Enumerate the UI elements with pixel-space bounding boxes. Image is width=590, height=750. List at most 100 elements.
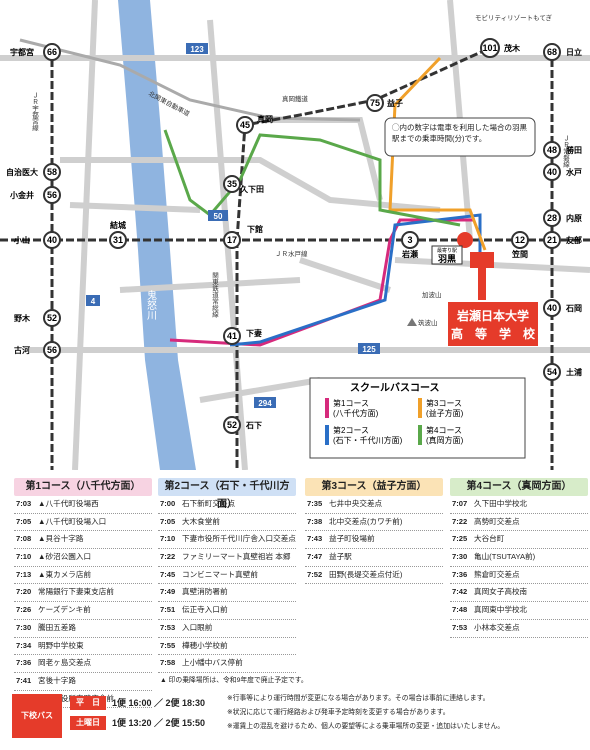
footer-note-2: ※状況に応じて運行経路および発車予定時刻を変更する場合があります。 xyxy=(227,709,450,716)
svg-text:66: 66 xyxy=(47,47,57,57)
schedule-time: 7:22 xyxy=(160,552,176,562)
school-name-2: 高 等 学 校 xyxy=(451,326,536,341)
svg-text:21: 21 xyxy=(547,235,557,245)
svg-text:石岡: 石岡 xyxy=(565,304,582,313)
svg-text:加波山: 加波山 xyxy=(422,290,442,299)
schedule-stop: 樺穂小学校前 xyxy=(182,640,228,650)
course3-line xyxy=(388,56,487,251)
svg-text:ＪＲ常磐線: ＪＲ常磐線 xyxy=(562,135,570,168)
svg-text:56: 56 xyxy=(47,345,57,355)
haguro-tag: 最寄り駅 xyxy=(437,247,457,254)
schedule-time: 7:05 xyxy=(160,516,176,526)
schedule-time: 7:10 xyxy=(160,534,176,544)
svg-text:筑波山: 筑波山 xyxy=(418,318,438,327)
schedule-time: 7:48 xyxy=(452,605,468,615)
svg-text:52: 52 xyxy=(227,420,237,430)
place-labels: モビリティリゾートもてぎ 加波山 筑波山 xyxy=(418,13,553,327)
svg-text:294: 294 xyxy=(258,399,272,408)
schedule-row: 7:42 真岡女子高校南 xyxy=(450,584,588,603)
haguro-station-marker xyxy=(457,232,473,248)
schedule-stop: 真岡女子高校南 xyxy=(474,587,528,597)
svg-text:125: 125 xyxy=(362,345,376,354)
school-building xyxy=(470,252,494,268)
legend-title: スクールバスコース xyxy=(350,382,440,394)
note-text: ◯内の数字は電車を利用した場合の羽黒駅までの乗車時間(分)です。 xyxy=(392,123,527,143)
schedule-time: 7:38 xyxy=(307,516,323,526)
schedule-stop: 田野(長堤交差点付近) xyxy=(329,569,403,579)
schedule-stop: 七井中央交差点 xyxy=(329,499,383,508)
svg-text:小金井: 小金井 xyxy=(9,190,34,200)
schedule-time: 7:20 xyxy=(16,587,32,597)
svg-text:28: 28 xyxy=(547,213,557,223)
schedule-row: 7:08▲貝谷十字路 xyxy=(14,531,152,550)
schedule-time: 7:36 xyxy=(452,569,468,579)
saturday-times: 1便 13:20 ／ 2便 15:50 xyxy=(112,718,206,728)
svg-text:52: 52 xyxy=(47,313,57,323)
svg-text:小山: 小山 xyxy=(13,235,30,245)
svg-text:(益子方面): (益子方面) xyxy=(426,408,464,418)
schedule-stop: ▲砂沼公園入口 xyxy=(38,552,92,562)
schedule-stop: 真壁消防署前 xyxy=(182,587,228,597)
legend-items: 第1コース(八千代方面) 第3コース(益子方面) 第2コース(石下・千代川方面)… xyxy=(325,398,464,445)
schedule-stop: 益子町役場前 xyxy=(329,534,375,544)
svg-text:第2コース: 第2コース xyxy=(333,425,369,435)
schedule-row: 7:22 ファミリーマート真壁祖岩 本郷 xyxy=(158,549,296,567)
svg-text:(八千代方面): (八千代方面) xyxy=(333,408,379,418)
schedule-time: 7:08 xyxy=(16,534,32,544)
schedule-row: 7:38 北中交差点(カワチ前) xyxy=(305,514,443,532)
schedule-time: 7:22 xyxy=(452,516,468,526)
svg-text:45: 45 xyxy=(240,120,250,130)
schedule-time: 7:49 xyxy=(160,587,176,597)
schedule-stop: 小林本交差点 xyxy=(474,622,520,632)
footer-note-3: ※運賃上の混乱を避けるため、個人の要望等による乗車場所の変更・追加はいたしません… xyxy=(227,723,505,730)
schedule-time: 7:42 xyxy=(452,587,468,597)
schedule-time: 7:58 xyxy=(160,658,176,668)
svg-text:ＪＲ水戸線: ＪＲ水戸線 xyxy=(275,249,308,258)
svg-text:75: 75 xyxy=(370,98,380,108)
svg-text:真岡鐵道: 真岡鐵道 xyxy=(282,94,309,103)
svg-text:茂木: 茂木 xyxy=(504,43,521,53)
svg-text:101: 101 xyxy=(482,43,497,53)
schedule-time: 7:13 xyxy=(16,569,32,579)
schedule-stop: 亀山(TSUTAYA前) xyxy=(474,552,536,562)
schedule-stop: コンビニマート真壁前 xyxy=(182,569,258,579)
svg-text:50: 50 xyxy=(214,212,223,221)
schedule-time: 7:36 xyxy=(16,658,32,668)
schedule-stop: 常陽銀行下妻東支店前 xyxy=(38,587,114,597)
schedule-time: 7:35 xyxy=(307,499,323,508)
svg-text:内原: 内原 xyxy=(566,213,582,223)
schedule-stop: 北中交差点(カワチ前) xyxy=(329,516,403,526)
svg-text:益子: 益子 xyxy=(387,98,403,108)
schedule-time: 7:53 xyxy=(452,622,468,632)
schedule-stop: ▲東カメラ店前 xyxy=(38,569,92,579)
triangle-footnote: ▲ 印の乗降場所は、令和9年度で廃止予定です。 xyxy=(160,677,308,684)
weekday-badge: 平 日 xyxy=(70,696,106,710)
svg-text:123: 123 xyxy=(190,45,204,54)
svg-text:17: 17 xyxy=(227,235,237,245)
legend-box xyxy=(309,377,526,459)
svg-text:40: 40 xyxy=(547,167,557,177)
svg-text:(真岡方面): (真岡方面) xyxy=(426,435,464,445)
schedule-time: 7:00 xyxy=(160,499,176,508)
schedule-stop: ファミリーマート真壁祖岩 本郷 xyxy=(182,552,291,562)
schedule-time: 7:34 xyxy=(16,640,32,650)
schedule-stop: 入口眼前 xyxy=(182,622,213,632)
svg-text:日立: 日立 xyxy=(566,47,582,57)
note-box xyxy=(384,117,536,157)
schedule-stop: 宮後十字路 xyxy=(38,675,76,685)
footer-label: 下校バス xyxy=(12,694,62,738)
svg-text:真岡: 真岡 xyxy=(257,114,273,124)
